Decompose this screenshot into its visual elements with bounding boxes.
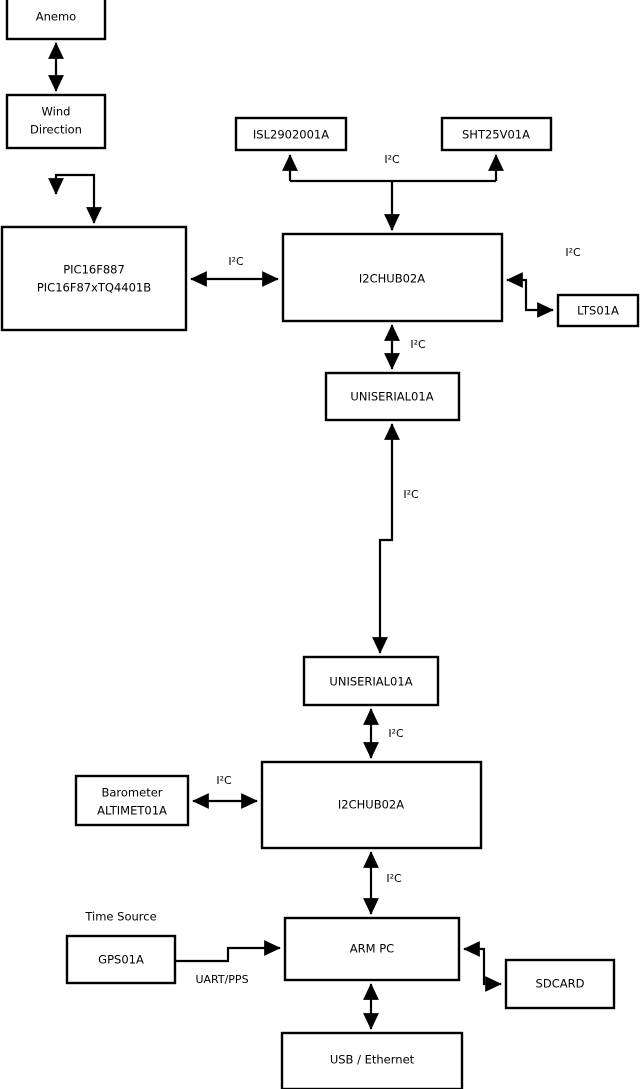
node-label-arm-pc: ARM PC <box>350 942 394 956</box>
node-label-i2chub02a-top: I2CHUB02A <box>359 272 425 286</box>
node-sht25v01a[interactable]: SHT25V01A <box>440 116 553 152</box>
node-i2chub02a-bottom[interactable]: I2CHUB02A <box>260 760 483 850</box>
node-label-usb-ethernet: USB / Ethernet <box>330 1053 415 1067</box>
node-usb-ethernet[interactable]: USB / Ethernet <box>280 1031 464 1089</box>
free-label-layer: Time Source <box>84 910 156 924</box>
connector-armpc-sdcard <box>463 941 502 992</box>
label-time-source: Time Source <box>84 910 156 924</box>
node-wind-direction[interactable]: Wind Direction <box>5 93 107 150</box>
edge-label-hub-armpc: I²C <box>386 872 402 885</box>
edge-label-uniserial-hub: I²C <box>388 727 404 740</box>
node-arm-pc[interactable]: ARM PC <box>283 916 461 982</box>
node-label-i2chub02a-bottom: I2CHUB02A <box>338 798 404 812</box>
connector-layer <box>48 42 554 1030</box>
node-uniserial01a-bottom[interactable]: UNISERIAL01A <box>302 655 440 707</box>
node-gps01a[interactable]: GPS01A <box>65 934 177 985</box>
connector-wind-pic <box>48 173 102 224</box>
node-label-barometer-2: ALTIMET01A <box>97 804 167 818</box>
node-label-sdcard: SDCARD <box>536 977 585 991</box>
node-uniserial01a-top[interactable]: UNISERIAL01A <box>324 371 461 422</box>
node-label-uniserial01a-bottom: UNISERIAL01A <box>329 675 412 689</box>
node-pic[interactable]: PIC16F887 PIC16F87xTQ4401B <box>0 225 188 332</box>
edge-label-hub-uniserial: I²C <box>410 338 426 351</box>
node-sdcard[interactable]: SDCARD <box>504 958 616 1010</box>
node-label-uniserial01a-top: UNISERIAL01A <box>350 390 433 404</box>
node-label-pic-2: PIC16F87xTQ4401B <box>37 281 151 295</box>
node-label-sht25v01a: SHT25V01A <box>462 128 530 142</box>
edge-label-hub-lts: I²C <box>565 246 581 259</box>
connector-uniserial-uniserial <box>372 423 400 654</box>
node-label-barometer-1: Barometer <box>101 786 162 800</box>
node-label-gps01a: GPS01A <box>98 953 144 967</box>
node-isl2902001a[interactable]: ISL2902001A <box>234 116 348 152</box>
connector-gps-armpc <box>175 940 281 963</box>
edge-label-hub-sensors: I²C <box>384 153 400 166</box>
node-i2chub02a-top[interactable]: I2CHUB02A <box>281 232 504 323</box>
node-label-pic-1: PIC16F887 <box>63 263 125 277</box>
node-label-lts01a: LTS01A <box>577 304 619 318</box>
edge-label-uniserial-uniserial: I²C <box>403 488 419 501</box>
node-label-wind-direction: Wind <box>42 105 71 119</box>
node-label-isl2902001a: ISL2902001A <box>253 128 329 142</box>
node-barometer[interactable]: Barometer ALTIMET01A <box>74 774 190 827</box>
edge-label-barometer-hub: I²C <box>216 774 232 787</box>
node-lts01a[interactable]: LTS01A <box>556 293 640 328</box>
connector-hub-lts <box>506 272 554 318</box>
edge-label-pic-hub: I²C <box>228 255 244 268</box>
node-label-anemo: Anemo <box>36 10 76 24</box>
node-label-wind-direction-2: Direction <box>30 123 82 137</box>
edge-label-gps-armpc: UART/PPS <box>195 973 248 986</box>
edge-label-layer: I²C I²C I²C I²C I²C I²C I²C I²C UART/PPS <box>195 153 581 986</box>
node-anemo[interactable]: Anemo <box>5 0 107 41</box>
